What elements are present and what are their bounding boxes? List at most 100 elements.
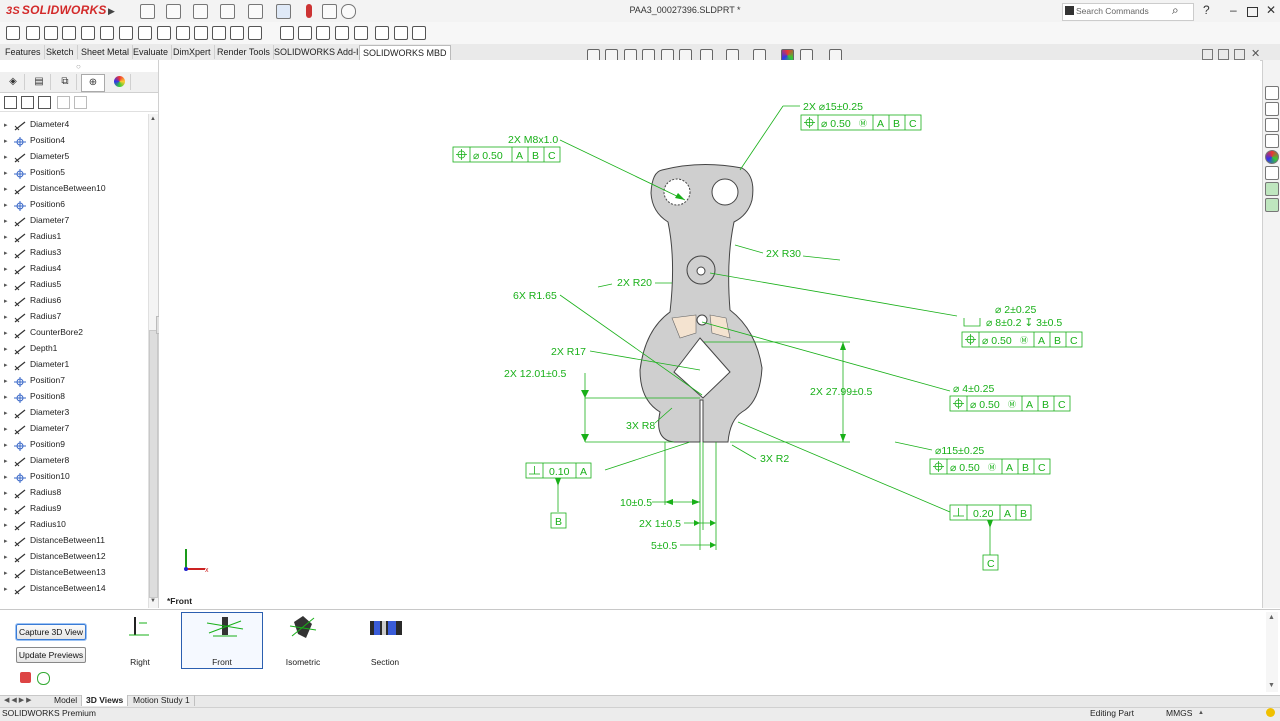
- tab-motion-study-1[interactable]: Motion Study 1: [129, 695, 195, 706]
- propertymanager-tab-icon[interactable]: ▤: [28, 74, 51, 90]
- tab-dimxpert[interactable]: DimXpert: [170, 45, 215, 59]
- tree-item[interactable]: ▸DistanceBetween11: [4, 532, 105, 548]
- tree-item[interactable]: ▸DistanceBetween14: [4, 580, 106, 596]
- note-icon[interactable]: [212, 26, 226, 40]
- expand-arrow-icon[interactable]: ▸: [4, 346, 8, 353]
- forum-icon[interactable]: [1265, 182, 1279, 196]
- size-dimension-icon[interactable]: [81, 26, 95, 40]
- expand-arrow-icon[interactable]: ▸: [4, 202, 8, 209]
- search-commands-input[interactable]: [1062, 3, 1194, 21]
- dimxpert-icon[interactable]: [26, 26, 40, 40]
- tree-item[interactable]: ▸Diameter1: [4, 356, 69, 372]
- tree-scrollbar-thumb[interactable]: [149, 330, 158, 598]
- tree-item[interactable]: ▸DistanceBetween10: [4, 180, 106, 196]
- auto-update-icon[interactable]: [20, 672, 31, 683]
- expand-arrow-icon[interactable]: ▸: [4, 458, 8, 465]
- tree-item[interactable]: ▸Diameter3: [4, 404, 69, 420]
- search-mode-icon[interactable]: [1065, 6, 1074, 15]
- view-thumbnail-right[interactable]: [125, 615, 155, 639]
- open-file-icon[interactable]: [166, 4, 181, 19]
- tree-item[interactable]: ▸Radius6: [4, 292, 61, 308]
- tree-item[interactable]: ▸Diameter8: [4, 452, 69, 468]
- rebuild-icon[interactable]: [306, 4, 312, 18]
- viewport-maximize-icon[interactable]: [1234, 49, 1245, 60]
- scroll-down-icon[interactable]: ▼: [150, 598, 156, 604]
- dim-2x-2799[interactable]: 2X 27.99±0.5: [810, 386, 873, 398]
- dim-2x-r20[interactable]: 2X R20: [617, 277, 652, 289]
- expand-arrow-icon[interactable]: ▸: [4, 330, 8, 337]
- expand-arrow-icon[interactable]: ▸: [4, 122, 8, 129]
- viewport-close-icon[interactable]: ✕: [1251, 48, 1261, 60]
- expand-arrow-icon[interactable]: ▸: [4, 250, 8, 257]
- dim-2x-1201[interactable]: 2X 12.01±0.5: [504, 368, 567, 380]
- expand-arrow-icon[interactable]: ▸: [4, 234, 8, 241]
- dim-2x-1[interactable]: 2X 1±0.5: [639, 518, 681, 530]
- tree-item[interactable]: ▸Position5: [4, 164, 65, 180]
- dim-10[interactable]: 10±0.5: [620, 497, 652, 509]
- show-tolerance-icon[interactable]: [21, 96, 34, 109]
- tab-model[interactable]: Model: [50, 695, 83, 706]
- tree-item[interactable]: ▸Position9: [4, 436, 65, 452]
- pane-collapse-icon[interactable]: ○: [76, 62, 81, 71]
- annotation-view-icon[interactable]: [280, 26, 294, 40]
- expand-arrow-icon[interactable]: ▸: [4, 554, 8, 561]
- expand-arrow-icon[interactable]: ▸: [4, 378, 8, 385]
- expand-arrow-icon[interactable]: ▸: [4, 586, 8, 593]
- undo-icon[interactable]: [248, 4, 263, 19]
- mbd-resources-icon[interactable]: [1265, 198, 1279, 212]
- tab-render-tools[interactable]: Render Tools: [214, 45, 274, 59]
- featuremanager-tab-icon[interactable]: ◈: [2, 74, 25, 90]
- dim-2x-m8[interactable]: 2X M8x1.0: [508, 134, 558, 146]
- expand-arrow-icon[interactable]: ▸: [4, 474, 8, 481]
- view-palette-icon[interactable]: [1265, 134, 1279, 148]
- expand-arrow-icon[interactable]: ▸: [4, 282, 8, 289]
- tree-item[interactable]: ▸Diameter4: [4, 116, 69, 132]
- 3d-views-scrollbar[interactable]: [1266, 612, 1278, 692]
- datum-icon[interactable]: [62, 26, 76, 40]
- search-icon[interactable]: ⌕: [1172, 3, 1179, 17]
- dimxpertmanager-tab-icon[interactable]: ⊕: [81, 74, 105, 92]
- expand-arrow-icon[interactable]: ▸: [4, 522, 8, 529]
- refresh-icon[interactable]: [37, 672, 50, 685]
- auto-dimension-scheme-icon[interactable]: [4, 96, 17, 109]
- expand-arrow-icon[interactable]: ▸: [4, 442, 8, 449]
- publish-step-icon[interactable]: [394, 26, 408, 40]
- 3d-pdf-template-icon[interactable]: [354, 26, 368, 40]
- tree-item[interactable]: ▸Radius1: [4, 228, 61, 244]
- expand-arrow-icon[interactable]: ▸: [4, 426, 8, 433]
- tree-item[interactable]: ▸Radius5: [4, 276, 61, 292]
- options-gear-icon[interactable]: [341, 4, 356, 19]
- tree-item[interactable]: ▸Position4: [4, 132, 65, 148]
- dim-3x-r2[interactable]: 3X R2: [760, 453, 789, 465]
- tree-item[interactable]: ▸Position7: [4, 372, 65, 388]
- dim-dia4[interactable]: ⌀ 4±0.25: [953, 383, 994, 395]
- capture-3d-view-button[interactable]: Capture 3D View: [16, 624, 86, 640]
- dim-6x-r165[interactable]: 6X R1.65: [513, 290, 557, 302]
- tree-item[interactable]: ▸Diameter7: [4, 420, 69, 436]
- viewport-tile-icon[interactable]: [1202, 49, 1213, 60]
- design-library-icon[interactable]: [1265, 102, 1279, 116]
- expand-arrow-icon[interactable]: ▸: [4, 490, 8, 497]
- tree-item[interactable]: ▸Position10: [4, 468, 70, 484]
- pattern-feature-icon[interactable]: [119, 26, 133, 40]
- dim-2x-r30[interactable]: 2X R30: [766, 248, 801, 260]
- rebuild-status-icon[interactable]: [1266, 708, 1275, 717]
- copy-scheme-icon[interactable]: [194, 26, 208, 40]
- section-view-icon[interactable]: [316, 26, 330, 40]
- tab-scroll-arrows-icon[interactable]: ◀◀▶▶: [4, 697, 34, 704]
- help-icon[interactable]: ?: [1203, 3, 1210, 17]
- file-explorer-icon[interactable]: [1265, 118, 1279, 132]
- appearances-icon[interactable]: [1265, 150, 1279, 164]
- scroll-down-icon[interactable]: ▼: [1268, 682, 1275, 689]
- menu-arrow-icon[interactable]: ▶: [108, 6, 115, 16]
- dim-2x-r17[interactable]: 2X R17: [551, 346, 586, 358]
- units-dropdown-icon[interactable]: ▲: [1198, 710, 1204, 716]
- expand-arrow-icon[interactable]: ▸: [4, 538, 8, 545]
- tab-features[interactable]: Features: [2, 45, 45, 59]
- tree-item[interactable]: ▸DistanceBetween12: [4, 548, 106, 564]
- surface-finish-icon[interactable]: [230, 26, 244, 40]
- auto-dimension-icon[interactable]: [44, 26, 58, 40]
- tab-evaluate[interactable]: Evaluate: [130, 45, 173, 59]
- expand-arrow-icon[interactable]: ▸: [4, 138, 8, 145]
- tree-item[interactable]: ▸DistanceBetween13: [4, 564, 106, 580]
